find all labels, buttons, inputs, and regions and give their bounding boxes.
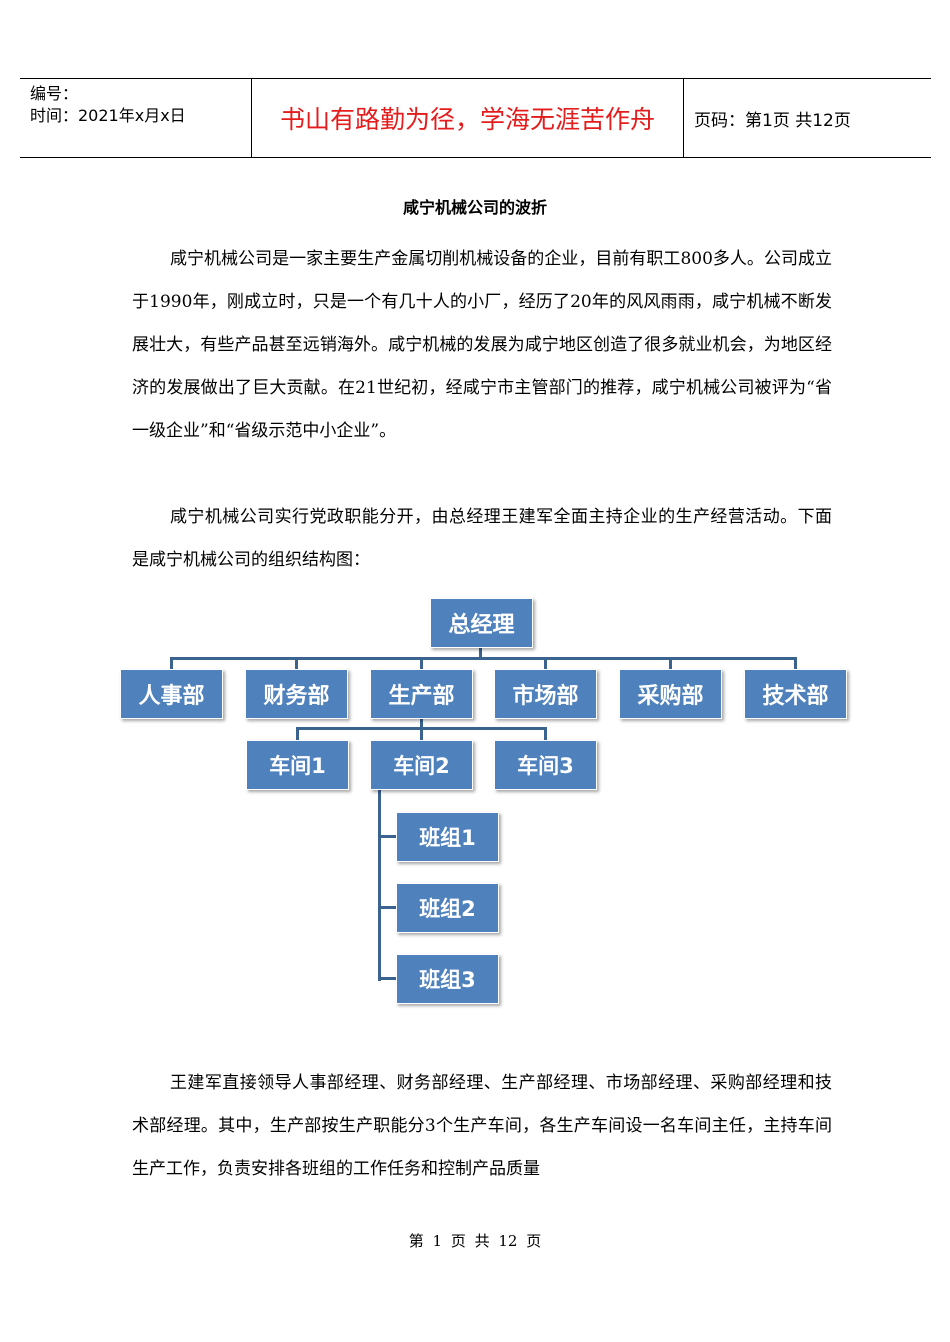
org-node-team-3: 班组3 [396,954,499,1004]
header-page-info: 页码：第1页 共12页 [694,110,851,131]
org-node-workshop-2: 车间2 [370,740,473,790]
connector-dept-5 [669,657,672,671]
connector-workshop-1 [296,727,299,741]
paragraph-structure: 咸宁机械公司实行党政职能分开，由总经理王建军全面主持企业的生产经营活动。下面是咸… [132,507,832,570]
org-node-technology: 技术部 [744,669,847,719]
connector-dept-horizontal [170,657,797,660]
org-node-purchasing: 采购部 [619,669,722,719]
org-node-marketing: 市场部 [494,669,597,719]
header-motto: 书山有路勤为径，学海无涯苦作舟 [252,79,684,157]
connector-dept-4 [544,657,547,671]
document-title: 咸宁机械公司的波折 [402,198,547,217]
org-node-team-1: 班组1 [396,812,499,862]
org-node-hr: 人事部 [120,669,223,719]
paragraph-management: 王建军直接领导人事部经理、财务部经理、生产部经理、市场部经理、采购部经理和技术部… [132,1073,832,1179]
connector-dept-2 [295,657,298,671]
page-header: 编号： 时间：2021年x月x日 书山有路勤为径，学海无涯苦作舟 页码：第1页 … [20,78,931,158]
org-node-general-manager: 总经理 [430,598,533,648]
header-meta: 编号： 时间：2021年x月x日 [20,79,252,157]
connector-dept-3 [420,657,423,671]
org-node-production: 生产部 [370,669,473,719]
org-node-finance: 财务部 [245,669,348,719]
paragraph-intro: 咸宁机械公司是一家主要生产金属切削机械设备的企业，目前有职工800多人。公司成立… [132,249,832,441]
connector-dept-6 [794,657,797,671]
date-label: 时间：2021年x月x日 [30,106,186,125]
connector-dept-1 [170,657,173,671]
number-label: 编号： [30,84,79,103]
connector-team-3 [378,977,397,980]
connector-root-down [479,646,482,659]
connector-production-down [420,717,423,729]
connector-workshop-3 [544,727,547,741]
connector-team-vertical [378,788,381,981]
connector-team-2 [378,906,397,909]
org-node-team-2: 班组2 [396,883,499,933]
connector-team-1 [378,835,397,838]
org-node-workshop-3: 车间3 [494,740,597,790]
connector-workshop-2 [420,727,423,741]
org-node-workshop-1: 车间1 [246,740,349,790]
page-footer: 第 1 页 共 12 页 [408,1232,542,1250]
